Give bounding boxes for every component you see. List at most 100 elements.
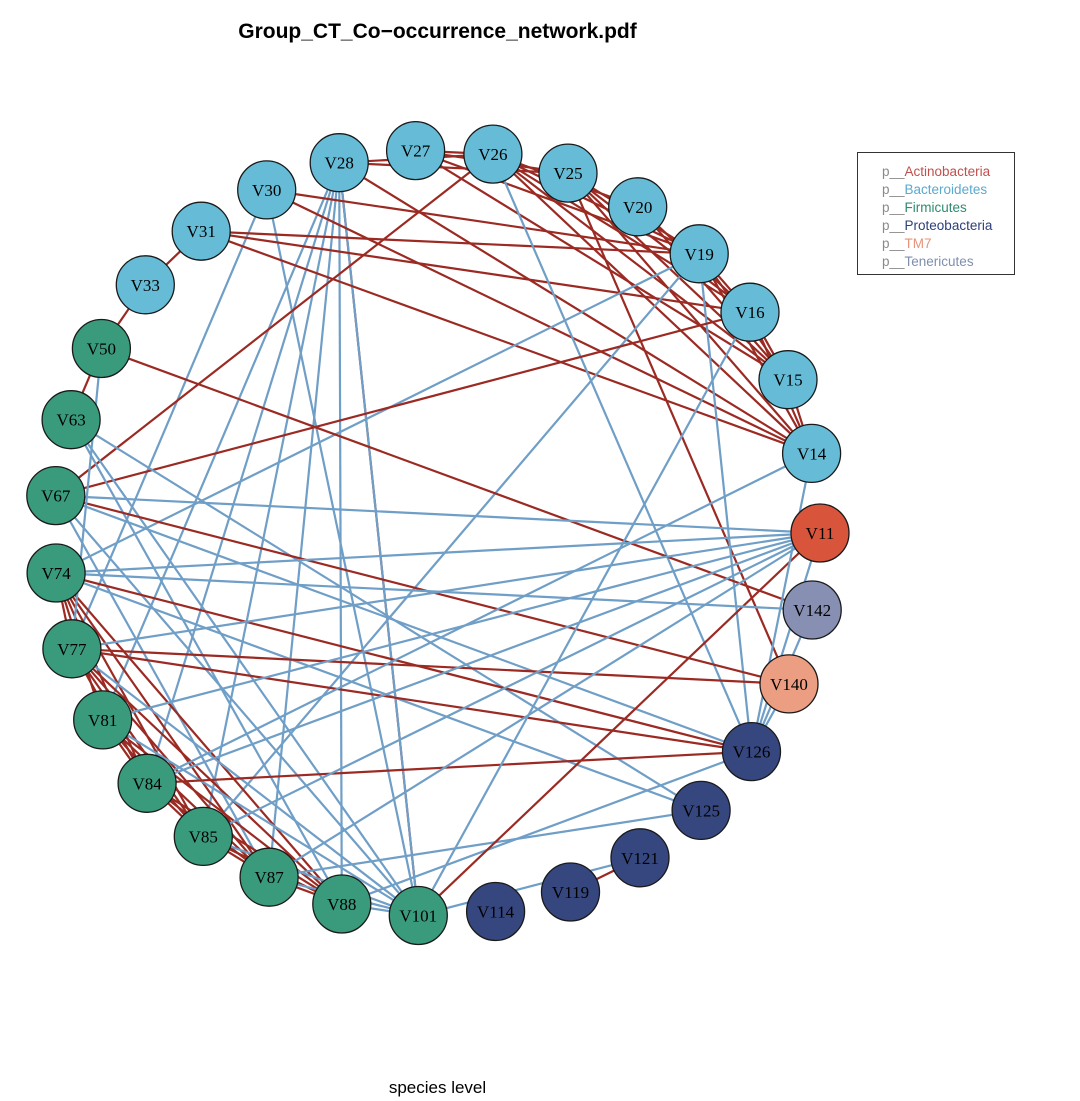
node-label: V77 [57,640,87,659]
edge-negative [268,162,341,878]
edge-positive [201,230,700,255]
node-circle[interactable] [782,580,842,640]
edge-negative [202,532,821,838]
node-label: V81 [88,711,117,730]
node-v14[interactable]: V14 [781,423,842,484]
node-circle[interactable] [117,753,177,813]
edge-negative [341,750,752,906]
node-label: V84 [132,774,162,793]
node-v25[interactable]: V25 [538,143,598,203]
node-v140[interactable]: V140 [759,654,819,714]
node-circle[interactable] [71,318,132,379]
edge-positive [492,153,789,381]
node-circle[interactable] [312,874,372,934]
node-v19[interactable]: V19 [669,224,729,284]
node-v87[interactable]: V87 [239,847,299,907]
edge-negative [70,419,420,917]
edge-negative [418,856,641,917]
node-circle[interactable] [538,143,598,203]
node-circle[interactable] [309,133,369,193]
node-circle[interactable] [115,255,175,315]
edge-positive [55,311,751,497]
edge-negative [56,571,813,612]
edge-negative [54,494,420,917]
node-circle[interactable] [721,721,782,782]
node-v33[interactable]: V33 [115,255,175,315]
node-v84[interactable]: V84 [117,753,177,813]
node-circle[interactable] [385,120,446,181]
edge-positive [55,571,752,753]
node-circle[interactable] [26,543,86,603]
node-label: V14 [797,444,827,463]
node-circle[interactable] [388,885,448,946]
node-v27[interactable]: V27 [385,120,446,181]
node-v121[interactable]: V121 [610,828,670,888]
edge-negative [202,162,341,837]
legend-prefix: p__ [882,254,905,269]
legend-prefix: p__ [882,182,905,197]
edge-positive [415,149,789,381]
node-circle[interactable] [540,862,601,922]
node-v30[interactable]: V30 [237,160,297,220]
edge-positive [636,206,789,381]
node-v88[interactable]: V88 [312,874,372,934]
node-circle[interactable] [173,806,233,867]
node-v77[interactable]: V77 [42,619,102,679]
node-label: V87 [254,868,284,887]
edge-negative [268,532,821,879]
node-circle[interactable] [758,350,818,410]
node-circle[interactable] [781,423,842,484]
node-v20[interactable]: V20 [608,177,668,237]
node-v16[interactable]: V16 [720,282,780,342]
node-circle[interactable] [669,224,729,284]
node-circle[interactable] [42,619,102,679]
node-v11[interactable]: V11 [790,503,850,563]
node-circle[interactable] [610,828,670,888]
page-title: Group_CT_Co−occurrence_network.pdf [238,20,637,43]
node-v119[interactable]: V119 [540,862,601,922]
node-v81[interactable]: V81 [73,690,133,750]
edge-negative [698,253,753,752]
node-circle[interactable] [41,390,101,450]
node-v15[interactable]: V15 [758,350,818,410]
node-circle[interactable] [671,780,731,841]
edge-negative [338,162,343,905]
node-v67[interactable]: V67 [26,465,86,526]
node-v26[interactable]: V26 [463,124,523,184]
edge-negative [491,153,753,753]
legend-item: p__Bacteroidetes [882,181,1014,199]
node-label: V25 [553,164,582,183]
node-circle[interactable] [790,503,850,563]
node-circle[interactable] [608,177,668,237]
node-circle[interactable] [720,282,780,342]
node-v126[interactable]: V126 [721,721,782,782]
node-v28[interactable]: V28 [309,133,369,193]
node-label: V140 [770,675,808,694]
node-v125[interactable]: V125 [671,780,731,841]
edge-negative [102,718,419,917]
node-circle[interactable] [465,881,526,942]
node-circle[interactable] [73,690,133,750]
node-v114[interactable]: V114 [465,881,526,942]
node-circle[interactable] [26,465,86,526]
node-circle[interactable] [239,847,299,907]
node-v101[interactable]: V101 [388,885,448,946]
legend-label: Bacteroidetes [904,182,988,197]
edge-positive [71,647,790,685]
edge-positive [266,188,813,455]
node-v85[interactable]: V85 [173,806,233,867]
node-v74[interactable]: V74 [26,543,86,603]
node-label: V67 [41,487,71,506]
node-v50[interactable]: V50 [71,318,132,379]
node-v63[interactable]: V63 [41,390,101,450]
node-circle[interactable] [171,201,231,261]
node-circle[interactable] [759,654,819,714]
edge-negative [338,162,420,916]
node-v142[interactable]: V142 [782,580,842,640]
node-v31[interactable]: V31 [171,201,231,261]
node-circle[interactable] [237,160,297,220]
node-label: V114 [477,903,515,922]
node-circle[interactable] [463,124,523,184]
legend-item: p__TM7 [882,235,1014,253]
